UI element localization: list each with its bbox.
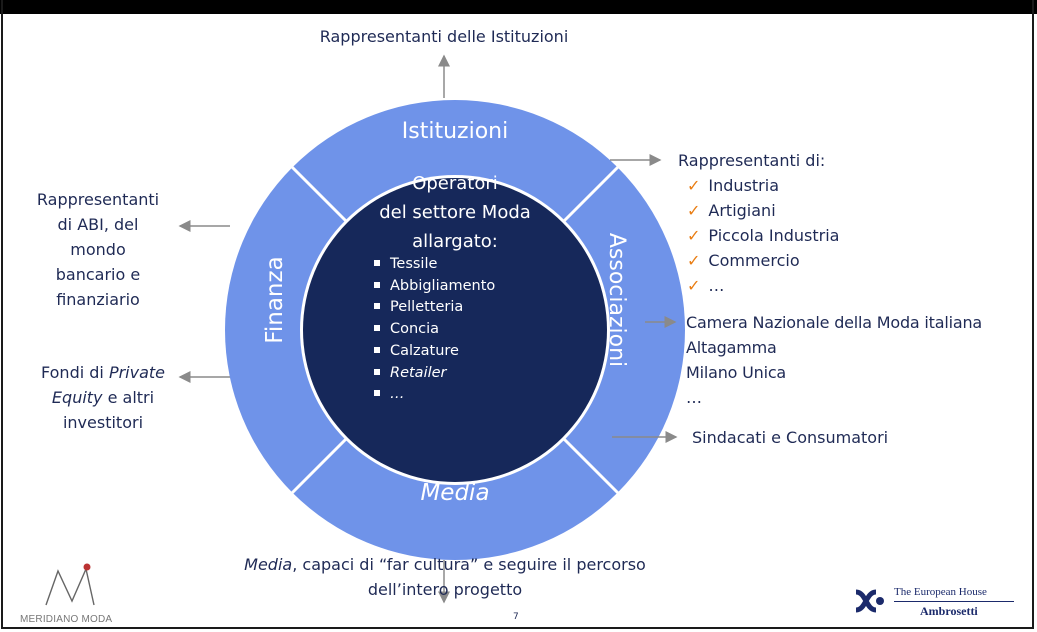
core-circle [303,178,607,482]
associazioni-item: ✓Artigiani [687,201,776,220]
core-item: Calzature [374,341,544,363]
core-item: Retailer [374,363,544,385]
meridiano-moda-logo: MERIDIANO MODA [20,614,113,625]
core-heading-line-3: allargato: [412,231,498,252]
core-item: Abbigliamento [374,276,544,298]
ambrosetti-logo-line-2: Ambrosetti [920,604,978,618]
check-icon: ✓ [687,176,701,195]
associazioni-title: Rappresentanti di: [678,151,826,170]
bullet-square [374,260,380,266]
ambrosetti-logo-icon [855,589,884,613]
bullet-square [374,346,380,353]
ambrosetti-logo-line-1: The European House [894,586,987,598]
core-heading-line-1: Operatori [412,173,498,194]
meridiano-moda-logo-icon [45,563,95,606]
istituzioni-text: Rappresentanti delle Istituzioni [319,27,569,46]
check-icon: ✓ [687,276,701,295]
finanza-abi-text: Rappresentanti di ABI, del mondo bancari… [36,190,160,309]
associazioni-item: ✓… [687,276,725,295]
check-icon: ✓ [687,201,701,220]
core-item: Concia [374,319,544,341]
top-bar [0,0,1037,14]
finanza-fondi-text: Fondi di Private Equity e altri investit… [41,363,165,432]
bullet-square [374,303,380,310]
associazioni-block: Rappresentanti di: ✓Industria ✓Artigiani… [678,148,1018,298]
ambrosetti-divider [894,601,1014,602]
associazioni-others: Camera Nazionale della Moda italiana Alt… [686,313,982,407]
core-item: … [374,384,544,406]
core-heading: Operatori del settore Moda allargato: [325,169,585,256]
media-text: Media, capaci di “far cultura” e seguire… [244,555,646,599]
bullet-square [374,281,380,288]
associazioni-item: ✓Industria [687,176,779,195]
bullet-square [374,368,380,375]
bullet-square [374,390,380,397]
check-icon: ✓ [687,251,701,270]
ring-label-bottom: Media [420,480,489,506]
core-item: Pelletteria [374,297,544,319]
core-heading-line-2: del settore Moda [379,202,531,223]
associazioni-item: ✓Piccola Industria [687,226,840,245]
core-list: Tessile Abbigliamento Pelletteria Concia… [374,254,544,406]
core-item: Tessile [374,254,544,276]
page-number: 7 [513,612,519,622]
ring-label-left: Finanza [262,256,288,343]
ring-label-top: Istituzioni [402,119,508,144]
sindacati-text: Sindacati e Consumatori [692,428,889,447]
associazioni-item: ✓Commercio [687,251,800,270]
ring-label-right: Associazioni [604,233,629,367]
check-icon: ✓ [687,226,701,245]
bullet-square [374,325,380,332]
ring-separators [281,156,629,504]
